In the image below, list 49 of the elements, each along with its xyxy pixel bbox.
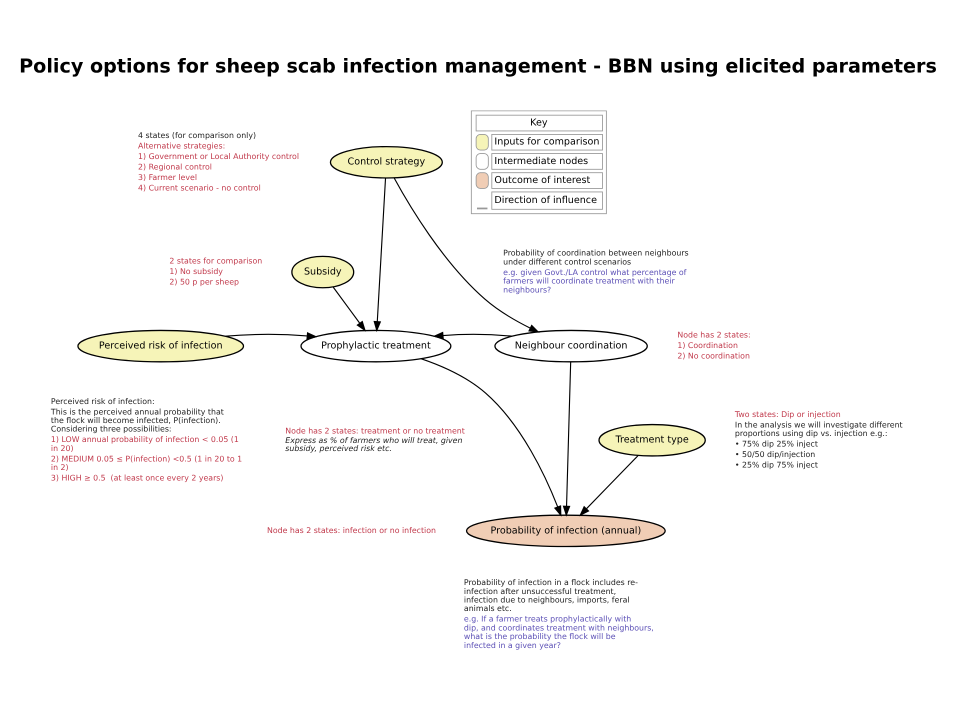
node-label: Node has 2 states: xyxy=(677,330,751,340)
node-label: 3) Farmer level xyxy=(138,172,198,182)
diagram-title: Policy options for sheep scab infection management - BBN using elicited parameters xyxy=(19,54,937,77)
legend-label: Inputs for comparison xyxy=(494,136,600,148)
arrow xyxy=(562,361,572,516)
node-label: • 50/50 dip/injection xyxy=(734,449,816,458)
arrow xyxy=(332,286,366,332)
node-label: Probability of coordination between neighbours under different control scenarios xyxy=(503,248,689,266)
node-label: e.g. If a farmer treats prophylactically with dip, and coordinates treatment with neighbours, what is the probability the flock will be infected in a given year? xyxy=(464,614,654,650)
node-label: Node has 2 states: infection or no infection xyxy=(267,525,436,534)
arrow xyxy=(432,331,512,339)
node-ellipse: Probability of infection (annual) xyxy=(466,514,666,547)
node-label: 4) Current scenario - no control xyxy=(138,182,261,192)
arrow xyxy=(225,332,318,340)
node-ellipse: Subsidy xyxy=(291,255,354,288)
node-label: 2) Regional control xyxy=(138,162,212,171)
node-label: This is the perceived annual probability that the flock will become infected, P(infection). Considering three possibilities: xyxy=(50,406,224,434)
node-label: 2) MEDIUM 0.05 ≤ P(infection) <0.5 (1 in 20 to 1 in 2) xyxy=(50,454,242,472)
node-label: In the analysis we will investigate different proportions using dip vs. injection e.g.: xyxy=(734,420,903,438)
node-label: Two states: Dip or injection xyxy=(734,409,841,418)
arrow xyxy=(373,178,386,332)
node-label: Alternative strategies: xyxy=(138,141,226,150)
node-label: 1) Government or Local Authority control xyxy=(138,151,300,160)
label: Key xyxy=(530,117,548,128)
node-label: e.g. given Govt./LA control what percentage of farmers will coordinate treatment with their neighbours? xyxy=(503,267,686,294)
node-label: Perceived risk of infection: xyxy=(50,396,155,406)
node-label: 1) No subsidy xyxy=(169,266,223,276)
node-ellipse: Control strategy xyxy=(330,145,443,178)
arrow xyxy=(394,177,540,332)
node-label: 1) LOW annual probability of infection < 0.05 (1 in 20) xyxy=(50,434,239,452)
node-label: Express as % of farmers who will treat, given subsidy, perceived risk etc. xyxy=(285,436,462,452)
node-label: 1) Coordination xyxy=(677,340,738,350)
legend-label: Direction of influence xyxy=(494,194,597,206)
node-label: 3) HIGH ≥ 0.5 (at least once every 2 years) xyxy=(50,472,224,482)
node-label: • 75% dip 25% inject xyxy=(734,439,818,448)
arrow xyxy=(420,358,562,516)
node-label: 2) 50 p per sheep xyxy=(169,276,240,286)
node-label: • 25% dip 75% inject xyxy=(734,460,818,469)
node-label: 2) No coordination xyxy=(677,351,750,360)
node-label: 4 states (for comparison only) xyxy=(138,130,256,140)
node-ellipse: Treatment type xyxy=(598,423,706,456)
node-label: Probability of infection in a flock includes re-infection after unsuccessful treatment, infection due to neighbours, imports, feral animals etc. xyxy=(464,578,638,613)
node-ellipse: Perceived risk of infection xyxy=(77,329,244,362)
node-ellipse: Neighbour coordination xyxy=(494,329,648,362)
node-label: Node has 2 states: treatment or no treatment xyxy=(285,426,465,435)
arrow xyxy=(579,454,639,516)
legend-label: Intermediate nodes xyxy=(494,155,588,166)
legend-label: Outcome of interest xyxy=(494,174,590,186)
node-label: 2 states for comparison xyxy=(169,256,262,266)
